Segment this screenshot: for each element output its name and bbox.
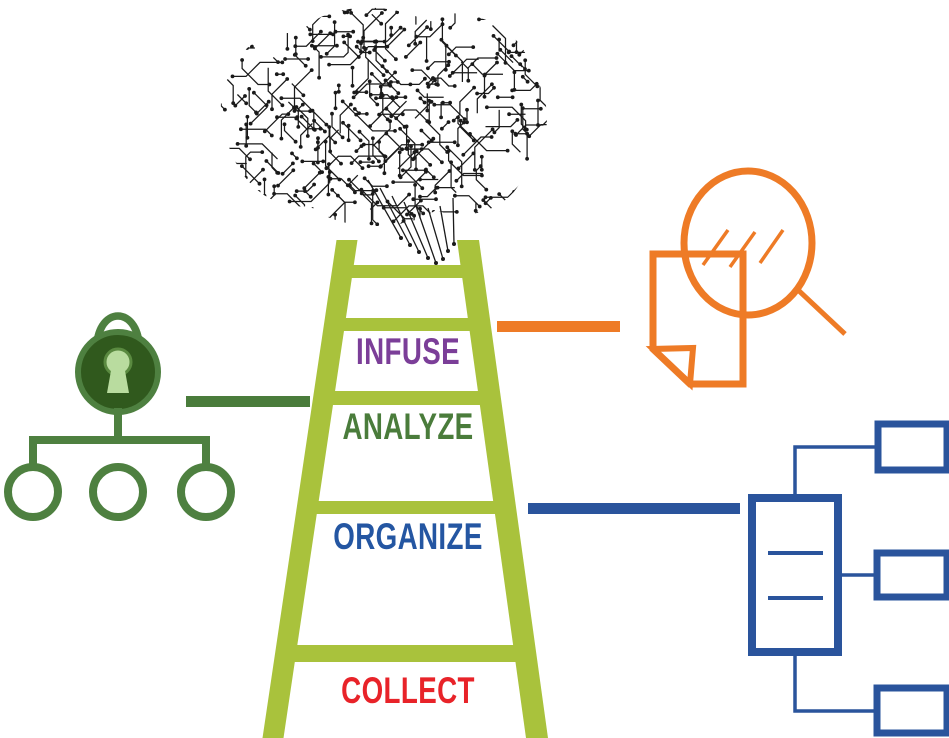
magnifier-glare-lines — [701, 228, 785, 269]
discovery-connector-line — [497, 321, 620, 332]
ladder-rung-label-collect: COLLECT — [341, 670, 475, 711]
flowchart-child-box — [873, 549, 949, 601]
ladder-rung-label-infuse: INFUSE — [355, 331, 461, 372]
magnifier-handle — [795, 287, 847, 336]
ladder-rung — [281, 645, 530, 662]
flowchart-connector-bottom — [793, 652, 877, 713]
hierarchy-node — [4, 463, 62, 521]
ladder-rung — [303, 501, 509, 514]
document-search-icon — [645, 167, 847, 391]
organize-connector-line — [528, 503, 740, 514]
keyhole-stem — [107, 365, 129, 393]
magnifier-lens — [680, 167, 816, 319]
flowchart-child-box — [873, 684, 949, 737]
brain-stem — [367, 179, 456, 265]
flowchart-child-box — [874, 420, 949, 474]
security-connector-line — [186, 396, 310, 407]
ladder-left-rail — [262, 240, 358, 738]
flowchart-connector-top — [793, 445, 878, 498]
ladder-rung — [319, 391, 494, 405]
ladder-graphic — [262, 240, 548, 738]
ladder-rung — [330, 318, 484, 331]
circuit-brain-icon — [220, 7, 547, 265]
ladder-rung-label-organize: ORGANIZE — [333, 516, 483, 557]
hierarchy-tree-lines — [29, 408, 210, 469]
flowchart-main-box — [748, 494, 842, 656]
document-fold-corner — [645, 344, 697, 391]
ladder-right-rail — [457, 240, 548, 738]
ladder-rung-label-analyze: ANALYZE — [342, 406, 474, 447]
hierarchy-node — [177, 463, 235, 521]
hierarchy-node — [89, 463, 147, 521]
lock-hierarchy-icon — [4, 312, 235, 521]
document-outline — [649, 250, 747, 388]
flowchart-icon — [748, 420, 949, 737]
ladder-rung — [338, 265, 477, 278]
flowchart-main-box-lines — [768, 551, 823, 600]
